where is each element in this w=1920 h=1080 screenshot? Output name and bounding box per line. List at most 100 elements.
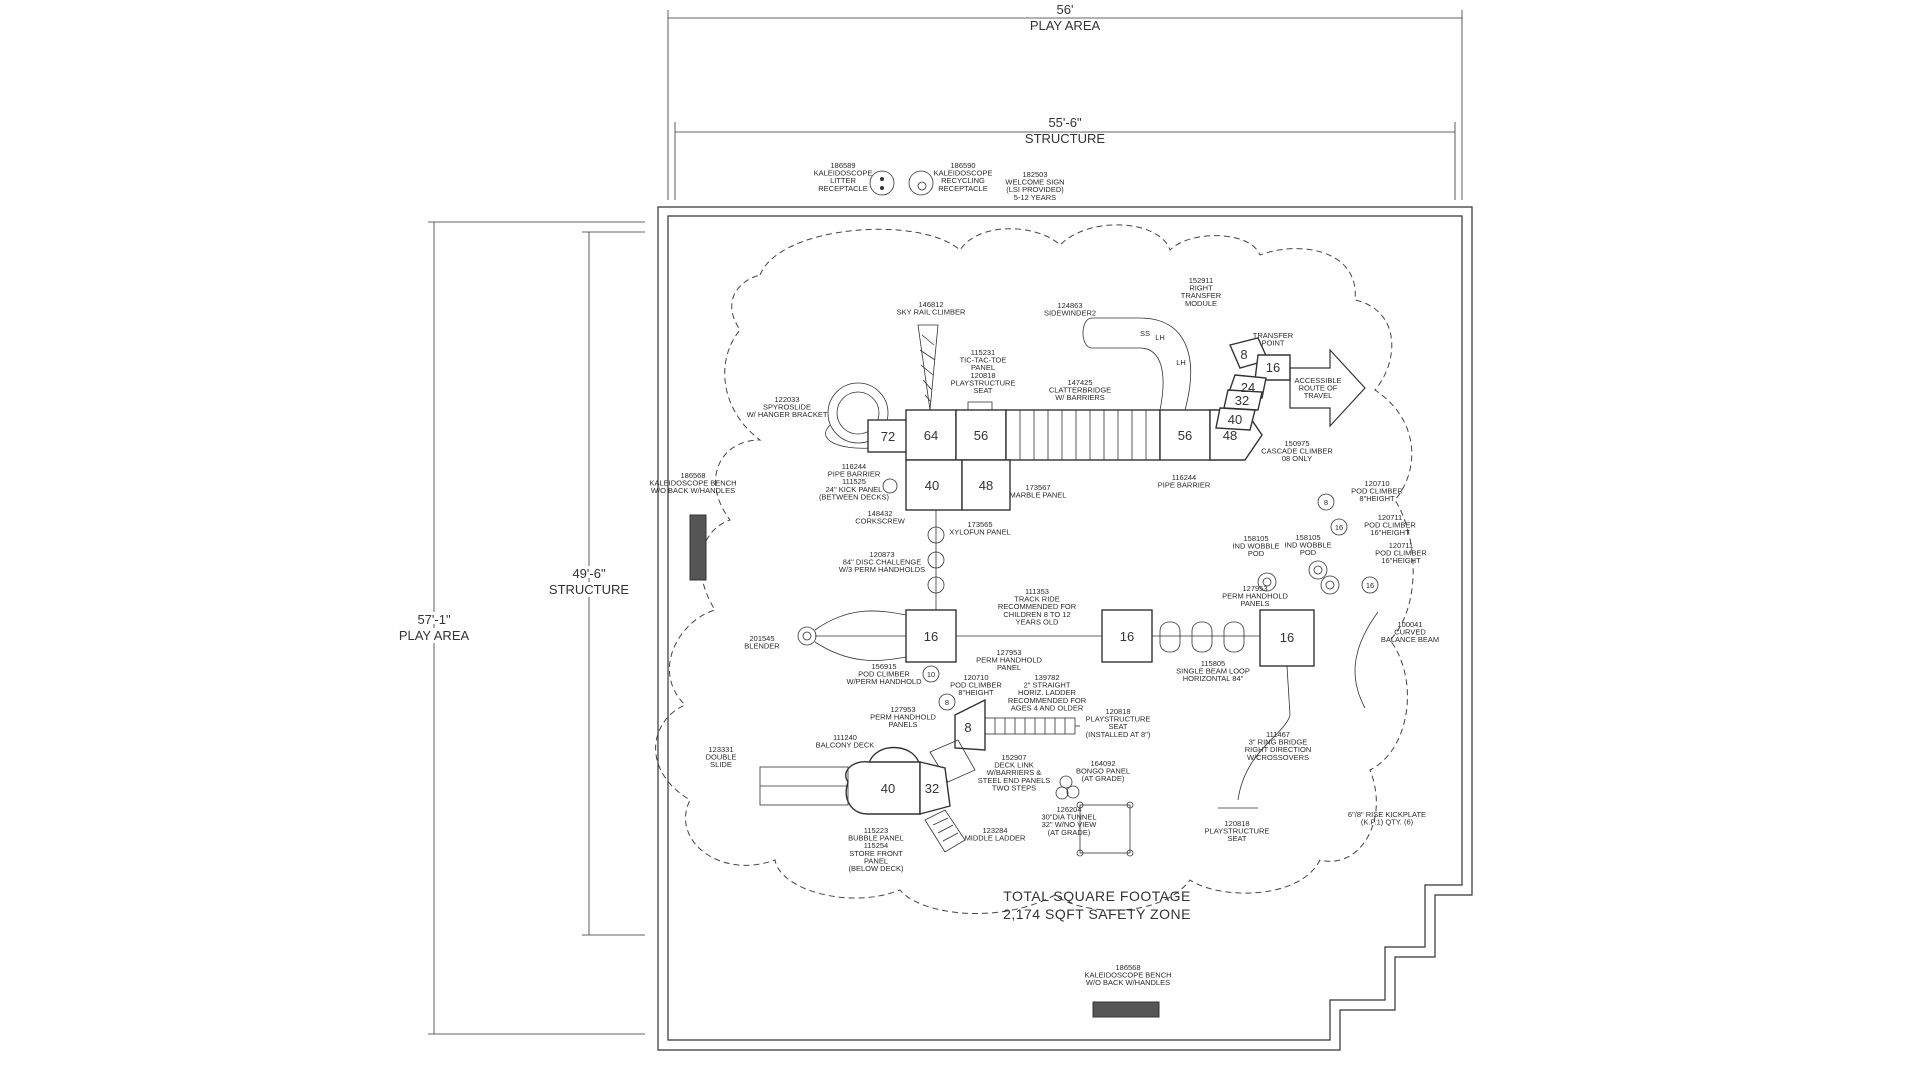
callout-line: POD <box>1300 548 1317 557</box>
callout-line: 120818 <box>970 371 995 380</box>
callout-line: POINT <box>1262 339 1285 348</box>
deck-56-left <box>955 409 1007 461</box>
callout-line: TRACK RIDE <box>1014 595 1059 604</box>
callout-line: 120710 <box>1364 479 1389 488</box>
callout-line: MARBLE PANEL <box>1010 491 1067 500</box>
safety-zone-outline <box>655 224 1414 914</box>
callout-line: IND WOBBLE <box>1232 542 1279 551</box>
deck-56-right-label: 56 <box>1178 428 1192 443</box>
callout-line: RECEPTACLE <box>938 184 987 193</box>
callout-line: 158105 <box>1295 533 1320 542</box>
litter-receptacle <box>869 170 895 196</box>
callout-line: SLIDE <box>710 760 732 769</box>
callout-line: 139782 <box>1034 673 1059 682</box>
callout-line: TRAVEL <box>1304 391 1333 400</box>
callout-line: 173567 <box>1025 483 1050 492</box>
callout-line: W/ HANGER BRACKET <box>747 410 828 419</box>
curved-balance-beam <box>1354 611 1379 709</box>
callout-line: W/CROSSOVERS <box>1247 753 1309 762</box>
pod-climber-16-right-a <box>1330 518 1348 536</box>
callout-line: 08 ONLY <box>1282 454 1312 463</box>
callout-line: 158105 <box>1243 534 1268 543</box>
callout-line: XYLOFUN PANEL <box>949 528 1011 537</box>
sky-rail-climber <box>917 324 939 411</box>
deck-56-left-label: 56 <box>974 428 988 443</box>
wobble-pod-1 <box>1257 572 1277 592</box>
deck-72-label: 72 <box>881 429 895 444</box>
structure-depth-dimension: 49'-6" STRUCTURE <box>546 231 645 936</box>
callout-line: MODULE <box>1185 299 1217 308</box>
structure-width-label: STRUCTURE <box>1025 131 1105 146</box>
wobble-pod-2 <box>1308 560 1340 595</box>
callout-line: PERM HANDHOLD <box>976 656 1042 665</box>
callout-line: TRANSFER <box>1181 291 1222 300</box>
callout-line: PANEL <box>971 363 995 372</box>
bongo-panel <box>1055 775 1080 800</box>
callout-line: 84" DISC CHALLENGE <box>843 558 922 567</box>
callout-line: CHILDREN 8 TO 12 <box>1003 610 1070 619</box>
callout-line: 16"HEIGHT <box>1381 556 1421 565</box>
callout-line: PANEL <box>997 663 1021 672</box>
callout-line: (BELOW DECK) <box>848 864 904 873</box>
callout-line: 120818 <box>1224 819 1249 828</box>
callout-line: PLAYSTRUCTURE <box>1205 827 1270 836</box>
callout-line: (LSI PROVIDED) <box>1006 185 1064 194</box>
deck-16-left <box>905 609 957 663</box>
callout-line: PERM HANDHOLD <box>870 713 936 722</box>
transfer-module <box>1215 337 1291 431</box>
callout-line: PLAYSTRUCTURE <box>1086 715 1151 724</box>
deck-8 <box>954 698 986 751</box>
callout-line: 16"HEIGHT <box>1370 528 1410 537</box>
callout-line: PLAYSTRUCTURE <box>951 378 1016 387</box>
pod-8-right-label: 8 <box>1324 498 1328 507</box>
blender <box>797 610 907 661</box>
structure-depth-value: 49'-6" <box>572 566 606 581</box>
pod-16-right-b-label: 16 <box>1366 581 1374 590</box>
corkscrew <box>882 478 898 494</box>
deck-40-upper-label: 40 <box>925 478 939 493</box>
pod-16-right-a-label: 16 <box>1335 523 1343 532</box>
deck-32-label: 32 <box>925 781 939 796</box>
callout-line: SEAT <box>1108 722 1127 731</box>
callout-line: SPYROSLIDE <box>763 403 811 412</box>
callout-line: PANELS <box>888 720 917 729</box>
callout-line: 116244 <box>1172 473 1196 482</box>
callout-line: 152911 <box>1189 276 1213 285</box>
transfer-step-8: 8 <box>1240 347 1247 362</box>
deck-48-left-label: 48 <box>979 478 993 493</box>
total-square-footage-label: TOTAL SQUARE FOOTAGE <box>1003 888 1191 904</box>
callout-line: 120873 <box>869 550 894 559</box>
callout-line: MIDDLE LADDER <box>965 834 1026 843</box>
callout-line: 123331 <box>708 745 733 754</box>
callout-line: PIPE BARRIER <box>828 470 881 479</box>
transfer-step-32: 32 <box>1235 393 1249 408</box>
callout-line: 152907 <box>1001 753 1026 762</box>
structure-width-value: 55'-6" <box>1048 115 1082 130</box>
callout-line: 32" W/NO VIEW <box>1042 820 1098 829</box>
callout-line: SEAT <box>1227 834 1246 843</box>
tic-tac-toe-panel <box>967 401 993 411</box>
callout-line: CLATTERBRIDGE <box>1049 386 1111 395</box>
